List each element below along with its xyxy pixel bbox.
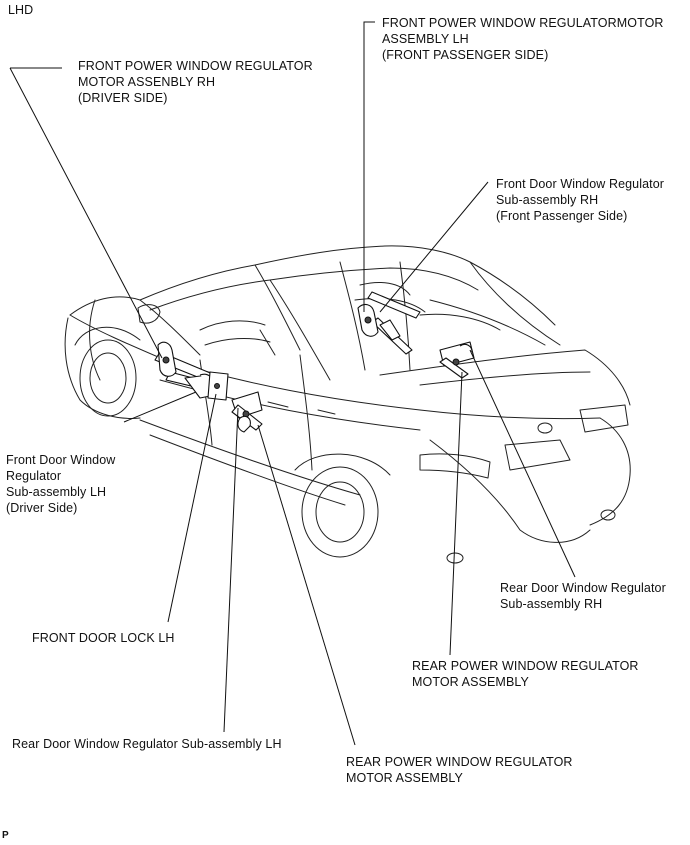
leader-front-door-lock [167, 393, 217, 623]
leader-front-motor-lh [363, 21, 375, 312]
label-line: FRONT POWER WINDOW REGULATORMOTOR [382, 16, 664, 30]
front-regulator-lh-part [154, 341, 221, 399]
label-line: Sub-assembly LH [6, 485, 107, 499]
label-front-motor-lh: FRONT POWER WINDOW REGULATORMOTOR ASSEMB… [382, 15, 664, 63]
label-rear-sub-lh: Rear Door Window Regulator Sub-assembly … [12, 736, 282, 752]
leader-front-sub-lh [123, 391, 197, 423]
leader-rear-motor-right [449, 371, 463, 656]
label-line: Front Door Window [6, 453, 116, 467]
label-line: REAR POWER WINDOW REGULATOR [346, 755, 573, 769]
leader-rear-sub-rh [469, 349, 576, 578]
header-code: LHD [8, 3, 34, 17]
rear-regulator-rh-part [439, 341, 475, 379]
label-line: MOTOR ASSEMBLY [412, 675, 529, 689]
leader-lines [9, 21, 576, 746]
label-front-motor-rh: FRONT POWER WINDOW REGULATOR MOTOR ASSEN… [78, 58, 313, 106]
label-front-door-lock-lh: FRONT DOOR LOCK LH [32, 630, 175, 646]
label-line: FRONT POWER WINDOW REGULATOR [78, 59, 313, 73]
label-front-sub-rh: Front Door Window Regulator Sub-assembly… [496, 176, 664, 224]
label-line: MOTOR ASSENBLY RH [78, 75, 216, 89]
rear-regulator-lh-part [231, 391, 263, 433]
label-line: FRONT DOOR LOCK LH [32, 631, 175, 645]
label-rear-motor-right: REAR POWER WINDOW REGULATOR MOTOR ASSEMB… [412, 658, 639, 690]
label-line: Sub-assembly RH [500, 597, 603, 611]
leader-rear-motor-bottom [257, 424, 356, 746]
label-front-sub-lh: Front Door Window Regulator Sub-assembly… [6, 452, 115, 516]
label-line: Rear Door Window Regulator Sub-assembly … [12, 737, 282, 751]
label-line: (Driver Side) [6, 501, 78, 515]
label-line: (DRIVER SIDE) [78, 91, 168, 105]
label-line: Sub-assembly RH [496, 193, 599, 207]
leader-front-sub-rh [379, 181, 489, 313]
front-door-lock-part [207, 371, 229, 401]
footer-mark: P [2, 830, 9, 841]
car-body [64, 245, 631, 564]
label-rear-sub-rh: Rear Door Window Regulator Sub-assembly … [500, 580, 666, 612]
leader-rear-sub-lh [223, 407, 239, 733]
label-rear-motor-bottom: REAR POWER WINDOW REGULATOR MOTOR ASSEMB… [346, 754, 573, 786]
label-line: Front Door Window Regulator [496, 177, 665, 191]
label-line: ASSEMBLY LH [382, 32, 469, 46]
label-line: REAR POWER WINDOW REGULATOR [412, 659, 639, 673]
label-line: (FRONT PASSENGER SIDE) [382, 48, 549, 62]
label-line: (Front Passenger Side) [496, 209, 628, 223]
leader-front-motor-rh [9, 67, 163, 359]
label-line: Regulator [6, 469, 62, 483]
label-line: MOTOR ASSEMBLY [346, 771, 463, 785]
label-line: Rear Door Window Regulator [500, 581, 666, 595]
